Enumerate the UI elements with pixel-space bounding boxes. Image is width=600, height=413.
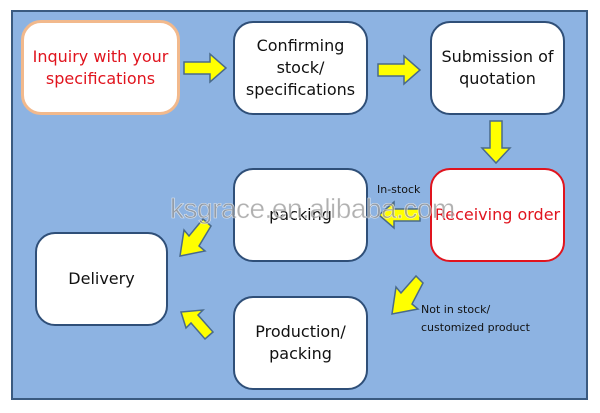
arrow-left-icon bbox=[377, 200, 421, 230]
arrow-up-left-icon bbox=[180, 309, 215, 341]
step-delivery: Delivery bbox=[35, 232, 168, 326]
step-inquiry: Inquiry with your specifications bbox=[21, 20, 180, 115]
step-receiving: Receiving order bbox=[430, 168, 565, 262]
label-in-stock: In-stock bbox=[377, 183, 421, 196]
arrow-down-icon bbox=[480, 120, 512, 165]
arrow-down-left-icon bbox=[179, 217, 212, 257]
step-submission-label: Submission of quotation bbox=[441, 47, 554, 88]
step-production: Production/ packing bbox=[233, 296, 368, 390]
step-confirming: Confirming stock/ specifications bbox=[233, 21, 368, 115]
step-packing-label: packing bbox=[269, 205, 332, 224]
label-not-in-stock: Not in stock/ customized product bbox=[421, 303, 530, 334]
arrow-down-left-icon bbox=[391, 274, 424, 315]
watermark: ksgrace.en.alibaba.com bbox=[170, 193, 456, 225]
step-receiving-label: Receiving order bbox=[434, 205, 561, 224]
arrow-right-icon bbox=[183, 52, 228, 84]
step-packing: packing bbox=[233, 168, 368, 262]
arrow-right-icon bbox=[377, 54, 422, 86]
step-submission: Submission of quotation bbox=[430, 21, 565, 115]
step-delivery-label: Delivery bbox=[68, 269, 135, 288]
step-production-label: Production/ packing bbox=[255, 322, 346, 363]
step-confirming-label: Confirming stock/ specifications bbox=[245, 36, 356, 99]
step-inquiry-label: Inquiry with your specifications bbox=[32, 46, 169, 88]
